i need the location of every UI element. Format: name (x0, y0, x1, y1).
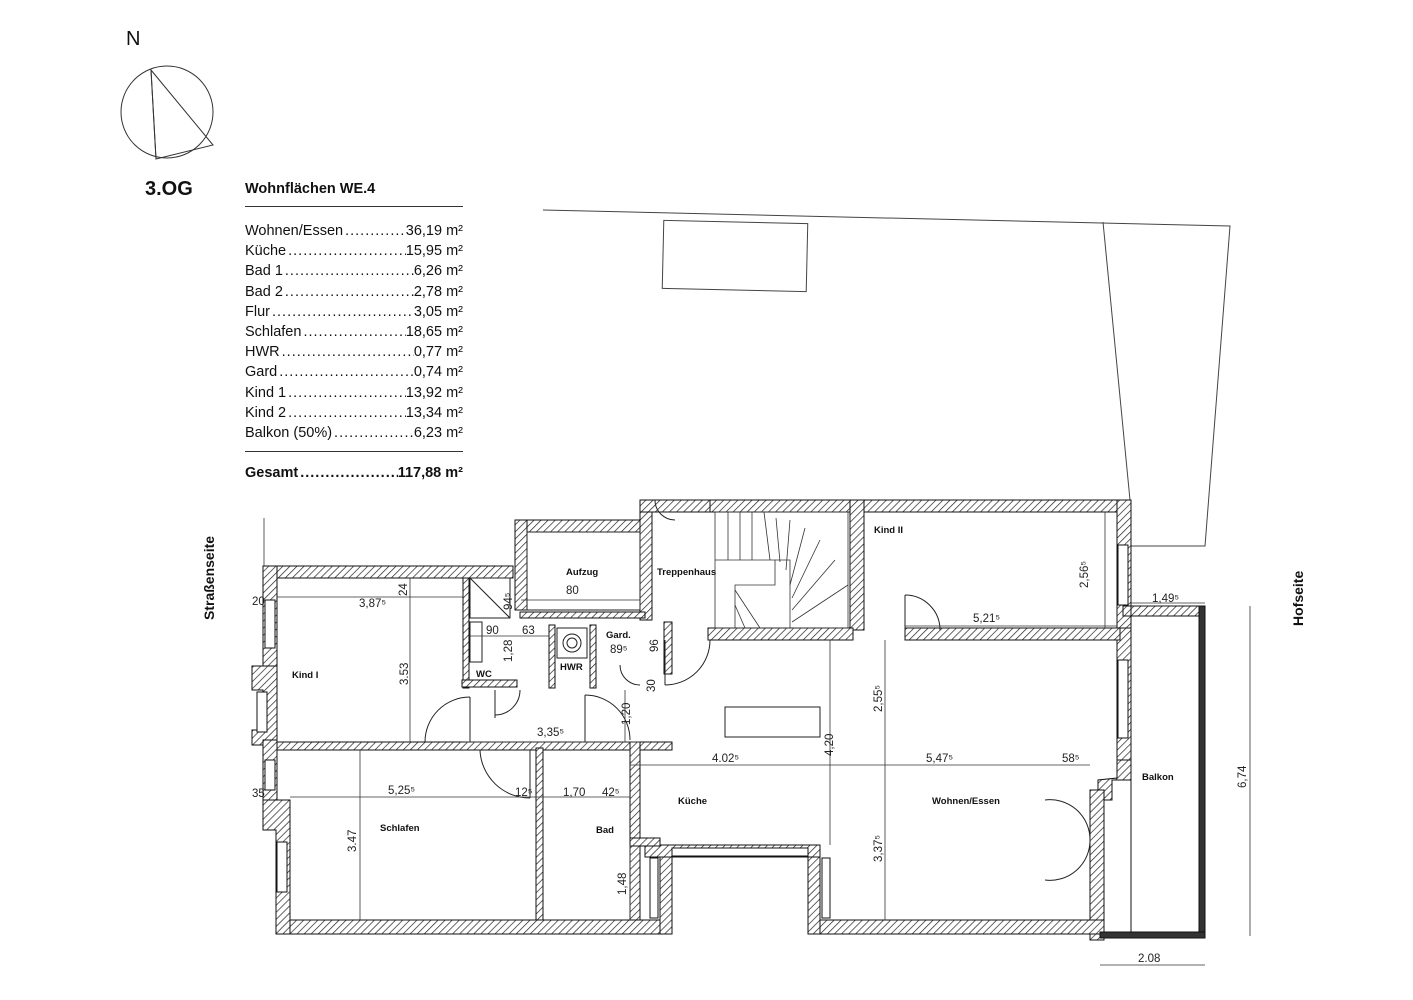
svg-text:3.53: 3.53 (399, 663, 411, 685)
list-item: Wohnen/Essen36,19 m² (245, 221, 463, 241)
divider (245, 451, 463, 452)
svg-text:1,20: 1,20 (621, 703, 633, 725)
room-label-kind1: Kind I (292, 670, 318, 681)
compass-icon (120, 65, 214, 160)
room-label-kueche: Küche (678, 796, 707, 807)
svg-text:90: 90 (486, 625, 499, 637)
list-item: Bad 16,26 m² (245, 261, 463, 281)
room-label-bad: Bad (596, 825, 614, 836)
svg-text:1,70: 1,70 (563, 787, 585, 799)
dimension-labels: 3,87⁵ 24 20 94⁵ 80 90 63 1,28 3.53 89⁵ 9… (252, 561, 1249, 965)
list-item: Flur3,05 m² (245, 302, 463, 322)
list-item: Kind 213,34 m² (245, 403, 463, 423)
svg-text:2,55⁵: 2,55⁵ (873, 685, 885, 712)
svg-text:42⁵: 42⁵ (602, 787, 620, 799)
fixtures (469, 531, 821, 738)
svg-text:5,21⁵: 5,21⁵ (973, 613, 1000, 625)
room-label-wc: WC (476, 669, 492, 680)
list-item: Bad 22,78 m² (245, 282, 463, 302)
svg-text:80: 80 (566, 585, 579, 597)
room-label-wohnen: Wohnen/Essen (932, 796, 1000, 807)
area-list: Wohnen/Essen36,19 m² Küche15,95 m² Bad 1… (245, 221, 463, 443)
dimension-lines (263, 512, 1251, 966)
svg-text:58⁵: 58⁵ (1062, 753, 1080, 765)
svg-text:4.02⁵: 4.02⁵ (712, 753, 739, 765)
area-table-title: Wohnflächen WE.4 (245, 181, 376, 197)
site-outline (542, 209, 1231, 547)
svg-text:89⁵: 89⁵ (610, 644, 628, 656)
svg-text:63: 63 (522, 625, 535, 637)
svg-text:3.47: 3.47 (347, 830, 359, 852)
list-item: Schlafen18,65 m² (245, 322, 463, 342)
room-label-hwr: HWR (560, 662, 583, 673)
svg-text:1,49⁵: 1,49⁵ (1152, 593, 1179, 605)
divider (245, 206, 463, 207)
svg-text:96: 96 (649, 639, 661, 652)
svg-text:3,37⁵: 3,37⁵ (873, 835, 885, 862)
room-label-treppenhaus: Treppenhaus (657, 567, 716, 578)
room-label-gard: Gard. (606, 630, 631, 641)
svg-text:4,20: 4,20 (824, 734, 836, 756)
svg-text:24: 24 (398, 583, 410, 596)
svg-text:94⁵: 94⁵ (503, 592, 515, 610)
area-total: Gesamt117,88 m² (245, 463, 463, 483)
svg-text:12⁵: 12⁵ (515, 787, 533, 799)
svg-text:5,47⁵: 5,47⁵ (926, 753, 953, 765)
svg-text:1,48: 1,48 (617, 873, 629, 895)
staircase (714, 511, 849, 629)
list-item: Gard0,74 m² (245, 362, 463, 382)
balcony (1099, 605, 1206, 939)
svg-text:6,74: 6,74 (1237, 765, 1249, 788)
room-label-balkon: Balkon (1142, 772, 1174, 783)
svg-text:2,56⁵: 2,56⁵ (1079, 561, 1091, 588)
svg-text:3,35⁵: 3,35⁵ (537, 727, 564, 739)
svg-text:3,87⁵: 3,87⁵ (359, 598, 386, 610)
list-item: Kind 113,92 m² (245, 383, 463, 403)
svg-text:2.08: 2.08 (1138, 953, 1160, 965)
room-labels: Aufzug Treppenhaus Kind II Kind I WC HWR… (292, 525, 1174, 836)
svg-text:20: 20 (252, 596, 265, 608)
svg-text:1,28: 1,28 (503, 640, 515, 662)
room-label-aufzug: Aufzug (566, 567, 598, 578)
walls (251, 499, 1204, 941)
north-label: N (126, 28, 141, 50)
list-item: HWR0,77 m² (245, 342, 463, 362)
room-label-schlafen: Schlafen (380, 823, 420, 834)
svg-text:5,25⁵: 5,25⁵ (388, 785, 415, 797)
room-label-kind2: Kind II (874, 525, 903, 536)
list-item: Küche15,95 m² (245, 241, 463, 261)
svg-text:30: 30 (646, 679, 658, 692)
floor-label: 3.OG (145, 178, 193, 200)
svg-text:35: 35 (252, 788, 265, 800)
list-item: Balkon (50%)6,23 m² (245, 423, 463, 443)
windows (256, 544, 1129, 919)
